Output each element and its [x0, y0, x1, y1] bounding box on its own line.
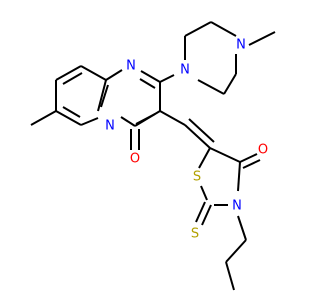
bond: [184, 21, 212, 37]
bond: [225, 261, 235, 291]
bond: [80, 65, 107, 81]
bond: [200, 185, 208, 201]
atom-label: N: [232, 199, 242, 214]
atom-label: N: [236, 38, 246, 53]
bond: [237, 161, 241, 192]
bond: [209, 147, 241, 163]
bond: [159, 74, 175, 83]
atom-label: O: [130, 152, 140, 167]
bond: [239, 153, 258, 163]
bond: [248, 31, 276, 46]
bond: [198, 147, 211, 169]
molecule-canvas: N N N N O S O N S: [30, 21, 276, 291]
bond: [237, 215, 247, 241]
bond: [184, 124, 211, 149]
bond: [55, 65, 82, 81]
bond: [55, 110, 82, 126]
atom-label: S: [191, 227, 199, 242]
bond: [120, 116, 136, 127]
bonds: [30, 21, 276, 291]
bond: [188, 118, 215, 143]
bond: [62, 72, 83, 85]
bond: [159, 110, 186, 126]
atom-label: S: [193, 170, 201, 185]
bond: [30, 110, 57, 126]
bond: [105, 69, 123, 81]
bond: [140, 70, 161, 83]
bond: [97, 79, 107, 112]
bond: [100, 84, 109, 108]
bond: [135, 113, 156, 125]
bond: [62, 106, 81, 118]
bond: [195, 201, 206, 223]
atom-label: N: [126, 59, 136, 74]
bond: [201, 204, 212, 226]
bond: [139, 78, 156, 89]
bond: [197, 79, 225, 95]
atom-label: N: [180, 63, 190, 78]
atom-label: O: [258, 143, 268, 158]
bond: [210, 21, 237, 37]
atom-label: N: [105, 119, 115, 134]
bond: [225, 239, 247, 263]
bond: [80, 117, 99, 126]
bond: [223, 73, 237, 95]
bond: [242, 159, 261, 169]
molecule-structure: N N N N O S O N S: [30, 21, 276, 291]
atom-labels: N N N N O S O N S: [105, 38, 268, 242]
